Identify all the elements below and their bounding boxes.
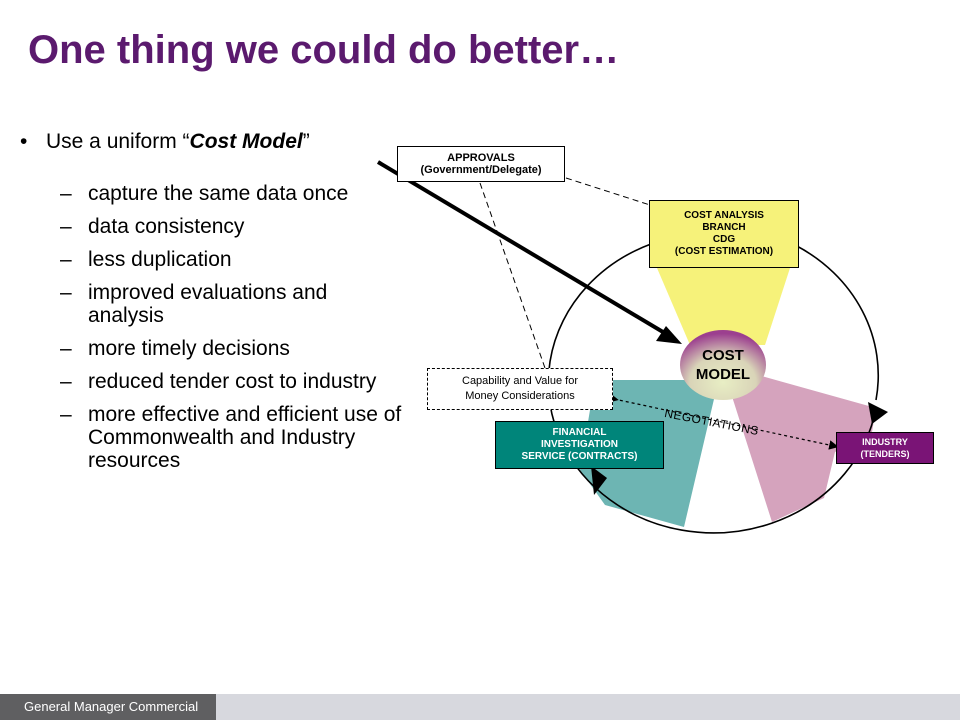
industry-line: INDUSTRY — [862, 437, 908, 447]
sub-marker: – — [60, 370, 72, 393]
sub-bullet: –capture the same data once — [60, 182, 405, 205]
sub-marker: – — [60, 248, 72, 271]
cost-analysis-line: COST ANALYSIS — [684, 210, 764, 221]
industry-box: INDUSTRY (TENDERS) — [836, 432, 934, 464]
sub-bullet-text: capture the same data once — [88, 182, 349, 205]
financial-line: SERVICE (CONTRACTS) — [521, 451, 638, 462]
approvals-line: (Government/Delegate) — [420, 164, 542, 176]
footer-label: General Manager Commercial — [0, 694, 216, 720]
capability-box: Capability and Value for Money Considera… — [427, 368, 613, 410]
financial-line: INVESTIGATION — [540, 439, 619, 450]
sub-bullet-text: improved evaluations and analysis — [88, 281, 328, 327]
sub-bullet: –reduced tender cost to industry — [60, 370, 405, 393]
sub-bullet-list: –capture the same data once –data consis… — [60, 182, 405, 482]
capability-line: Money Considerations — [465, 390, 575, 402]
approvals-capability-dashed-connector — [479, 182, 546, 369]
sub-bullet-text: reduced tender cost to industry — [88, 370, 377, 393]
cost-analysis-box: COST ANALYSIS BRANCH CDG (COST ESTIMATIO… — [649, 200, 799, 268]
cost-model-line: COST — [702, 347, 744, 364]
cycle-arrowhead-right — [868, 402, 888, 424]
sub-bullet-text: data consistency — [88, 215, 245, 238]
slide-title: One thing we could do better… — [28, 28, 620, 72]
industry-line: (TENDERS) — [860, 449, 910, 459]
sub-marker: – — [60, 182, 72, 205]
cost-model-label: COST MODEL — [679, 330, 767, 400]
sub-bullet: –more effective and efficient use of Com… — [60, 403, 405, 472]
approvals-box: APPROVALS (Government/Delegate) — [397, 146, 565, 182]
cost-model-line: MODEL — [695, 366, 751, 383]
main-bullet: • Use a uniform “Cost Model” — [20, 130, 310, 154]
sub-bullet: –more timely decisions — [60, 337, 405, 360]
sub-marker: – — [60, 281, 72, 304]
yellow-beam — [657, 268, 790, 345]
financial-line: FINANCIAL — [552, 427, 607, 438]
cycle-arrowhead-left — [591, 466, 607, 495]
approvals-line: APPROVALS — [447, 152, 515, 164]
bullet-emphasis: Cost Model — [189, 130, 303, 153]
approvals-dashed-connector — [565, 177, 651, 206]
bullet-prefix: Use a uniform “ — [46, 130, 190, 153]
sub-bullet-text: less duplication — [88, 248, 232, 271]
bullet-marker: • — [20, 130, 28, 153]
negotiations-dashed-arrow — [608, 393, 839, 450]
cost-analysis-line: (COST ESTIMATION) — [674, 246, 774, 257]
cost-analysis-line: CDG — [712, 234, 736, 245]
sub-bullet-text: more effective and efficient use of Comm… — [88, 403, 402, 472]
sub-marker: – — [60, 337, 72, 360]
bullet-suffix: ” — [302, 130, 310, 153]
cost-analysis-line: BRANCH — [702, 222, 746, 233]
sub-bullet: –data consistency — [60, 215, 405, 238]
cost-model-pointer-arrow — [376, 160, 670, 337]
capability-line: Capability and Value for — [462, 375, 578, 387]
sub-marker: – — [60, 215, 72, 238]
cycle-circle — [547, 243, 879, 534]
cost-model-hub — [680, 330, 766, 400]
cost-model-pointer-arrowhead — [656, 326, 682, 344]
sub-bullet-text: more timely decisions — [88, 337, 290, 360]
sub-bullet: –improved evaluations and analysis — [60, 281, 405, 327]
sub-marker: – — [60, 403, 72, 426]
sub-bullet: –less duplication — [60, 248, 405, 271]
financial-investigation-box: FINANCIAL INVESTIGATION SERVICE (CONTRAC… — [495, 421, 664, 469]
